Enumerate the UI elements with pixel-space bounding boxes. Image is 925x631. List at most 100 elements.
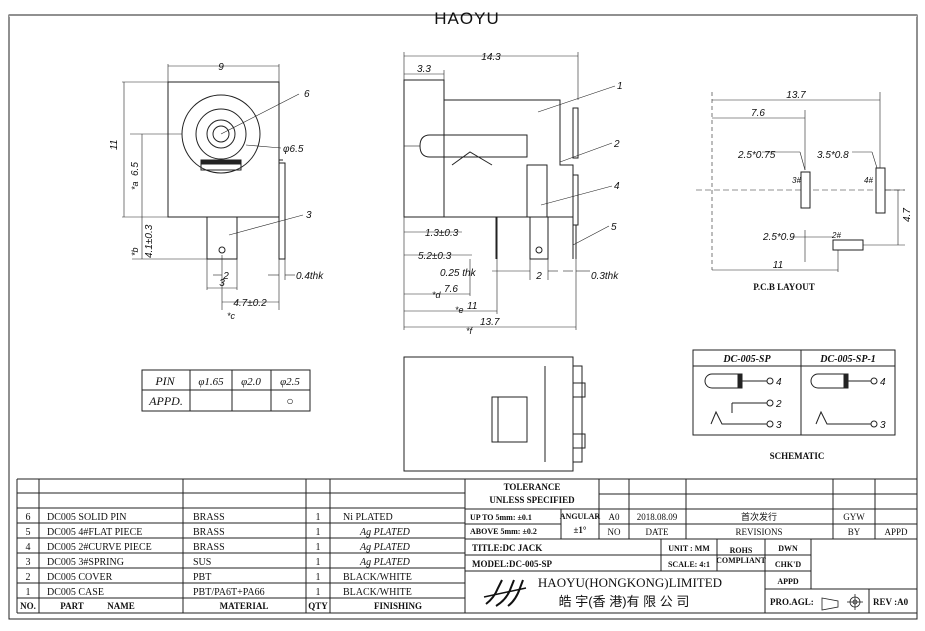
dim-side-d: 7.6: [444, 284, 458, 295]
bom-no: 5: [26, 527, 31, 538]
bom-material: BRASS: [193, 542, 225, 553]
schematic-label: SCHEMATIC: [770, 451, 825, 461]
bom-qty: 1: [316, 527, 321, 538]
bom-part: DC005 4#FLAT PIECE: [47, 527, 142, 538]
sheet-border: [8, 14, 918, 620]
front-view: [122, 64, 304, 310]
bom-material: SUS: [193, 557, 211, 568]
callout-3: 3: [306, 210, 312, 221]
dim-front-c: 4.7±0.2: [233, 298, 267, 309]
dim-front-height: 11: [109, 140, 120, 150]
pin-table-pin: PIN: [154, 374, 175, 388]
dim-side-f-sym: *f: [466, 326, 474, 336]
tb-title: TITLE:DC JACK: [472, 543, 542, 553]
brand-header: HAOYU: [434, 9, 499, 28]
callout-6: 6: [304, 89, 310, 100]
schematic: [692, 349, 896, 436]
dim-side-pin: 2: [535, 271, 542, 282]
tb-company: HAOYU(HONGKONG)LIMITED: [538, 575, 722, 590]
bom-qty: 1: [316, 587, 321, 598]
projection-symbol: [821, 594, 863, 611]
bom-material: PBT: [193, 572, 211, 583]
title-block: [465, 479, 918, 614]
tb-appd: APPD: [777, 577, 799, 586]
tb-scale: SCALE: 4:1: [668, 560, 710, 569]
tb-compliant: COMPLIANT: [716, 556, 766, 565]
tb-chkd: CHK'D: [775, 560, 801, 569]
dim-front-a: 6.5: [130, 162, 141, 176]
pin-table-appd3: ○: [286, 394, 293, 408]
dim-side-e-sym: *e: [455, 305, 464, 315]
bom-part: DC005 COVER: [47, 572, 113, 583]
tb-model: MODEL:DC-005-SP: [472, 559, 552, 569]
pcb-slots: [800, 167, 886, 251]
bom-qty: 1: [316, 542, 321, 553]
bom-finishing: Ni PLATED: [343, 512, 393, 523]
dim-side-d2: 5.2±0.3: [418, 251, 452, 262]
dim-side-thk2: 0.3thk: [591, 271, 619, 282]
callout-5: 5: [611, 222, 617, 233]
tb-first-release: 首次发行: [741, 511, 777, 522]
dim-side-thk1: 0.25 thk: [440, 268, 477, 279]
bottom-view: [403, 356, 586, 472]
tb-company-cn: 皓 宇(香 港)有 限 公 司: [559, 594, 690, 609]
tb-by-label: BY: [848, 527, 861, 537]
dim-side-e: 11: [467, 301, 477, 312]
dim-pcb-slot2: 3.5*0.8: [817, 150, 849, 161]
tb-rohs: ROHS: [730, 546, 753, 555]
dim-front-dia: φ6.5: [283, 144, 304, 155]
bom-rows: 6 DC005 SOLID PIN BRASS 1 Ni PLATED 5 DC…: [20, 512, 422, 611]
pin-table: [141, 369, 311, 412]
tb-rev: REV :A0: [873, 597, 909, 607]
bom-finishing: Ag PLATED: [359, 527, 411, 538]
schematic-right-pin-4: 4: [880, 377, 886, 388]
dim-front-c-sym: *c: [227, 311, 236, 321]
bom-table: [16, 478, 917, 614]
dim-pcb-height: 4.7: [902, 208, 913, 222]
tb-tol-row2: ABOVE 5mm: ±0.2: [470, 527, 537, 536]
schematic-left-pin-2: 2: [775, 399, 782, 410]
dim-side-front: 3.3: [417, 64, 431, 75]
bom-part: DC005 SOLID PIN: [47, 512, 126, 523]
dim-front-b-sym: *b: [130, 247, 140, 256]
tb-tol-row1: UP TO 5mm: ±0.1: [470, 513, 532, 522]
callout-4: 4: [614, 181, 620, 192]
pin-table-appd: APPD.: [148, 394, 183, 408]
dim-front-pin2: 3: [219, 278, 225, 289]
bom-qty: 1: [316, 572, 321, 583]
bom-header-no: NO.: [20, 601, 36, 611]
schematic-header-2: DC-005-SP-1: [819, 354, 876, 365]
dim-pcb-slot3: 2.5*0.9: [762, 232, 795, 243]
bom-header-material: MATERIAL: [220, 601, 269, 611]
tb-tolerance: TOLERANCE: [504, 482, 561, 492]
dim-front-a-sym: *a: [130, 181, 140, 190]
schematic-left-pin-3: 3: [776, 420, 782, 431]
bom-part: DC005 2#CURVE PIECE: [47, 542, 152, 553]
pcb-label: P.C.B LAYOUT: [753, 282, 815, 292]
bom-no: 3: [26, 557, 31, 568]
callout-1: 1: [617, 81, 623, 92]
tb-angular-val: ±1°: [573, 525, 586, 535]
bom-header-finishing: FINISHING: [374, 601, 422, 611]
bom-no: 4: [26, 542, 31, 553]
tb-dwn: DWN: [778, 544, 798, 553]
side-view: [403, 52, 616, 330]
bom-no: 1: [26, 587, 31, 598]
dim-pcb-total: 13.7: [786, 90, 806, 101]
bom-finishing: BLACK/WHITE: [343, 587, 412, 598]
pcb-pin-2: 2#: [831, 231, 841, 240]
bom-material: BRASS: [193, 512, 225, 523]
bom-header-part: PART: [60, 601, 84, 611]
tb-angular: ANGULAR: [560, 512, 601, 521]
bom-qty: 1: [316, 557, 321, 568]
dim-front-width: 9: [218, 62, 224, 73]
tb-date: 2018.08.09: [637, 512, 678, 522]
bom-finishing: Ag PLATED: [359, 542, 411, 553]
pcb-pin-4: 4#: [864, 176, 873, 185]
company-logo: [483, 579, 527, 607]
dim-side-d1: 1.3±0.3: [425, 228, 459, 239]
pin-table-d2: φ2.0: [241, 376, 261, 388]
pin-table-d3: φ2.5: [280, 376, 300, 388]
schematic-header-1: DC-005-SP: [722, 354, 771, 365]
